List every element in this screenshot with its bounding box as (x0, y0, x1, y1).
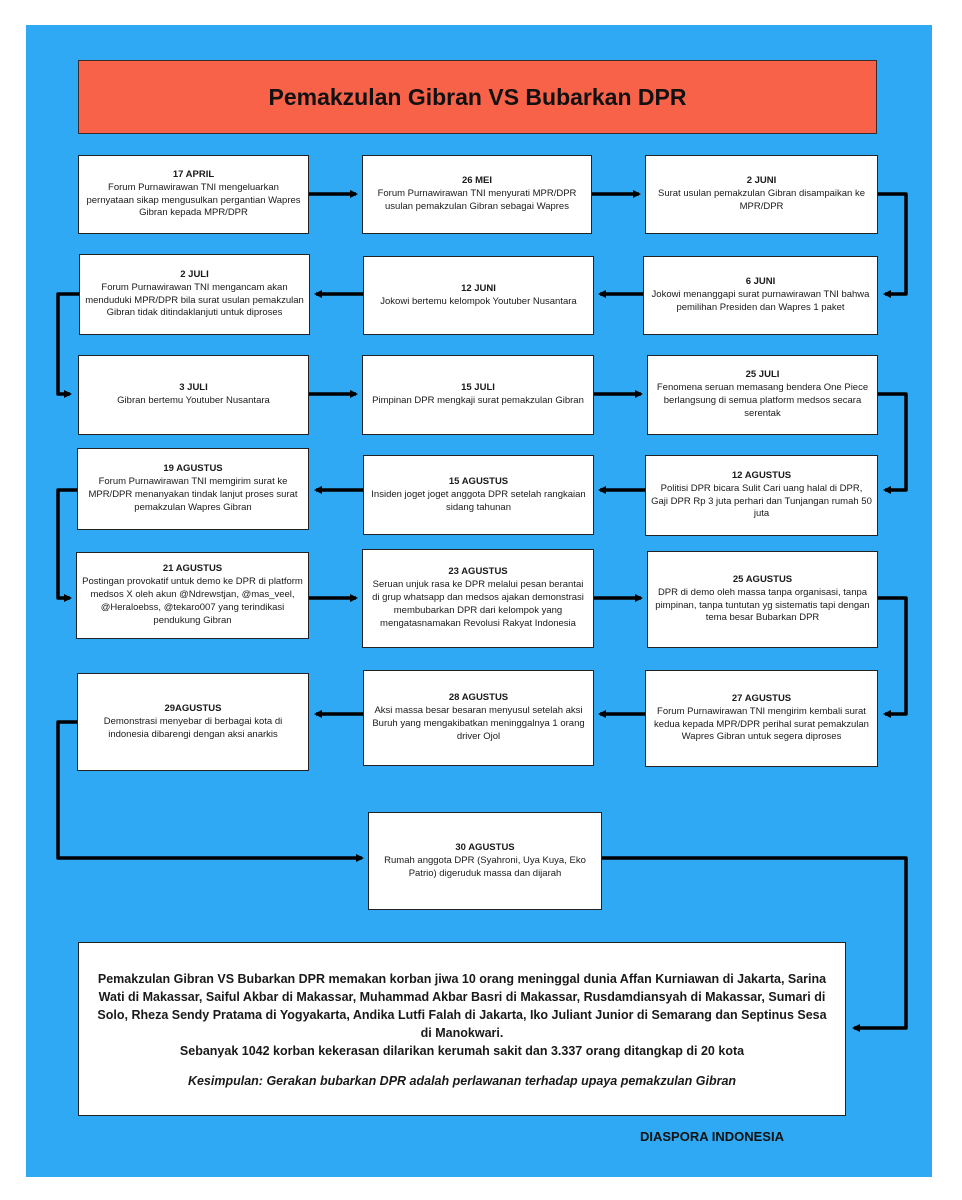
event-text: Jokowi bertemu kelompok Youtuber Nusanta… (380, 295, 577, 307)
event-29-agustus: 29AGUSTUS Demonstrasi menyebar di berbag… (77, 673, 309, 771)
event-25-agustus: 25 AGUSTUS DPR di demo oleh massa tanpa … (647, 551, 878, 648)
event-30-agustus: 30 AGUSTUS Rumah anggota DPR (Syahroni, … (368, 812, 602, 910)
event-date: 30 AGUSTUS (455, 841, 515, 853)
event-19-agustus: 19 AGUSTUS Forum Purnawirawan TNI memgir… (77, 448, 309, 530)
event-28-agustus: 28 AGUSTUS Aksi massa besar besaran meny… (363, 670, 594, 766)
event-text: Rumah anggota DPR (Syahroni, Uya Kuya, E… (384, 854, 586, 879)
event-date: 12 JUNI (461, 282, 496, 294)
footer-credit: DIASPORA INDONESIA (640, 1129, 784, 1144)
event-text: Forum Purnawirawan TNI mengirim kembali … (654, 705, 869, 743)
event-26-mei: 26 MEI Forum Purnawirawan TNI menyurati … (362, 155, 592, 234)
event-text: DPR di demo oleh massa tanpa organisasi,… (655, 586, 870, 624)
summary-stats: Sebanyak 1042 korban kekerasan dilarikan… (179, 1044, 745, 1059)
event-15-agustus: 15 AGUSTUS Insiden joget joget anggota D… (363, 455, 594, 535)
page-title: Pemakzulan Gibran VS Bubarkan DPR (268, 83, 687, 110)
event-date: 15 JULI (461, 382, 495, 394)
event-2-juni: 2 JUNI Surat usulan pemakzulan Gibran di… (645, 155, 878, 234)
event-text: Forum Purnawirawan TNI memgirim surat ke… (88, 476, 298, 513)
event-text: Insiden joget joget anggota DPR setelah … (371, 488, 586, 513)
event-15-juli: 15 JULI Pimpinan DPR mengkaji surat pema… (362, 355, 594, 435)
event-date: 29AGUSTUS (164, 702, 222, 714)
event-text: Postingan provokatif untuk demo ke DPR d… (82, 576, 303, 626)
event-text: Jokowi menanggapi surat purnawirawan TNI… (651, 289, 870, 313)
event-text: Seruan unjuk rasa ke DPR melalui pesan b… (372, 579, 584, 629)
event-6-juni: 6 JUNI Jokowi menanggapi surat purnawira… (643, 256, 878, 335)
event-date: 17 APRIL (172, 168, 215, 180)
event-text: Fenomena seruan memasang bendera One Pie… (656, 382, 869, 419)
event-text: Demonstrasi menyebar di berbagai kota di… (103, 715, 283, 740)
event-date: 23 AGUSTUS (448, 566, 508, 578)
event-12-juni: 12 JUNI Jokowi bertemu kelompok Youtuber… (363, 256, 594, 335)
event-text: Forum Purnawirawan TNI mengancam akan me… (85, 281, 304, 319)
event-date: 6 JUNI (745, 276, 776, 288)
event-text: Pimpinan DPR mengkaji surat pemakzulan G… (372, 395, 584, 407)
event-3-juli: 3 JULI Gibran bertemu Youtuber Nusantara (78, 355, 309, 435)
event-text: Forum Purnawirawan TNI menyurati MPR/DPR… (377, 188, 577, 212)
event-date: 27 AGUSTUS (731, 692, 792, 704)
title-banner: Pemakzulan Gibran VS Bubarkan DPR (78, 60, 877, 134)
event-date: 26 MEI (461, 175, 493, 187)
event-text: Politisi DPR bicara Sulit Cari uang hala… (651, 482, 872, 520)
event-date: 2 JUNI (746, 175, 777, 187)
summary-body: Pemakzulan Gibran VS Bubarkan DPR memaka… (97, 971, 827, 1041)
event-25-juli: 25 JULI Fenomena seruan memasang bendera… (647, 355, 878, 435)
event-date: 3 JULI (179, 382, 208, 394)
event-text: Gibran bertemu Youtuber Nusantara (117, 395, 270, 407)
event-12-agustus: 12 AGUSTUS Politisi DPR bicara Sulit Car… (645, 455, 878, 536)
event-2-juli: 2 JULI Forum Purnawirawan TNI mengancam … (79, 254, 310, 335)
event-17-april: 17 APRIL Forum Purnawirawan TNI mengelua… (78, 155, 309, 234)
event-text: Forum Purnawirawan TNI mengeluarkan pern… (86, 181, 301, 219)
summary-box: Pemakzulan Gibran VS Bubarkan DPR memaka… (78, 942, 846, 1116)
event-date: 19 AGUSTUS (163, 463, 223, 475)
event-27-agustus: 27 AGUSTUS Forum Purnawirawan TNI mengir… (645, 670, 878, 767)
event-date: 21 AGUSTUS (162, 563, 223, 575)
event-date: 28 AGUSTUS (448, 692, 509, 704)
event-date: 12 AGUSTUS (731, 469, 792, 481)
event-date: 15 AGUSTUS (448, 475, 509, 487)
event-text: Surat usulan pemakzulan Gibran disampaik… (657, 188, 865, 212)
event-23-agustus: 23 AGUSTUS Seruan unjuk rasa ke DPR mela… (362, 549, 594, 648)
event-date: 2 JULI (180, 268, 209, 280)
event-date: 25 JULI (745, 369, 780, 381)
event-date: 25 AGUSTUS (732, 573, 793, 585)
summary-conclusion: Kesimpulan: Gerakan bubarkan DPR adalah … (187, 1074, 737, 1089)
event-text: Aksi massa besar besaran menyusul setela… (372, 705, 585, 742)
event-21-agustus: 21 AGUSTUS Postingan provokatif untuk de… (76, 552, 309, 639)
